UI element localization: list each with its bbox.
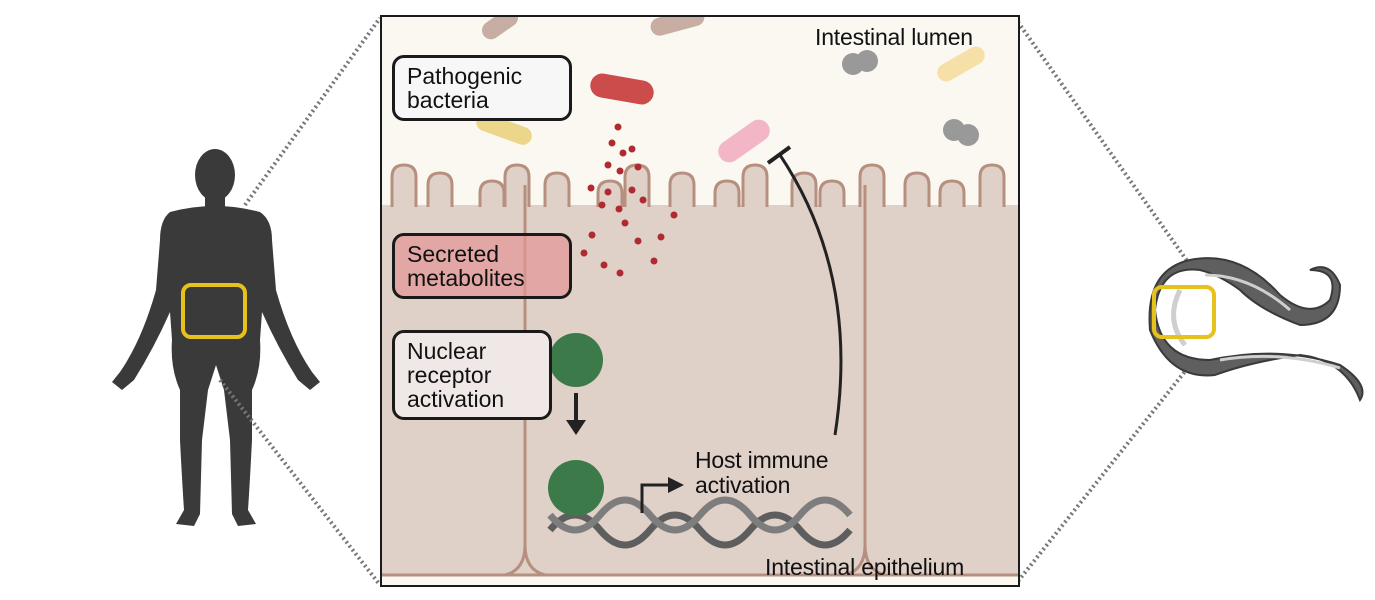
cell-borders <box>380 185 1020 577</box>
metabolite-dot <box>587 184 595 192</box>
metabolite-dot <box>634 163 642 171</box>
metabolite-dots <box>580 123 678 277</box>
nuclear-receptor-bound <box>548 460 604 516</box>
villus <box>478 179 506 207</box>
villus <box>790 171 818 207</box>
villus <box>543 171 571 207</box>
metabolite-dot <box>598 201 606 209</box>
pathogen-bacterium <box>590 73 654 105</box>
villus <box>938 179 966 207</box>
villus <box>668 171 696 207</box>
highlight-box-worm-gut <box>1152 285 1216 339</box>
highlight-box-gut <box>181 283 247 339</box>
metabolite-dot <box>608 139 616 147</box>
inhibition-arrow <box>778 154 843 436</box>
host-immune-activation-label: Host immune activation <box>695 447 829 498</box>
villus <box>713 179 741 207</box>
villus <box>503 163 531 207</box>
metabolite-dot <box>614 123 622 131</box>
metabolite-dot <box>588 231 596 239</box>
metabolite-dot <box>621 219 629 227</box>
villus <box>978 163 1006 207</box>
metabolite-dot <box>650 257 658 265</box>
metabolite-dot <box>628 145 636 153</box>
pathogenic-bacteria-box: Pathogenic bacteria <box>392 55 572 121</box>
metabolite-dot <box>639 196 647 204</box>
metabolite-dot <box>604 161 612 169</box>
human-body-icon <box>112 149 320 526</box>
metabolite-dot <box>628 186 636 194</box>
villi <box>390 163 1006 207</box>
epithelium-label: Intestinal epithelium <box>765 554 965 580</box>
villus <box>741 163 769 207</box>
metabolite-dot <box>615 205 623 213</box>
villus <box>390 163 418 207</box>
metabolite-dot <box>600 261 608 269</box>
nuclear-receptor-inactive <box>549 333 603 387</box>
metabolite-dot <box>604 188 612 196</box>
metabolite-dot <box>616 167 624 175</box>
dna-helix <box>547 496 853 549</box>
villus <box>818 179 846 207</box>
secreted-metabolites-box: Secreted metabolites <box>392 233 572 299</box>
lumen-label: Intestinal lumen <box>815 24 973 50</box>
nuclear-receptor-box: Nuclear receptor activation <box>392 330 552 420</box>
metabolite-dot <box>580 249 588 257</box>
nematode-worm-icon <box>1148 257 1364 403</box>
metabolite-dot <box>670 211 678 219</box>
metabolite-dot <box>634 237 642 245</box>
metabolite-dot <box>657 233 665 241</box>
pink-bacterium <box>718 119 770 163</box>
villus <box>903 171 931 207</box>
metabolite-dot <box>619 149 627 157</box>
metabolite-dot <box>616 269 624 277</box>
villus <box>426 171 454 207</box>
transcription-arrow <box>640 483 670 513</box>
